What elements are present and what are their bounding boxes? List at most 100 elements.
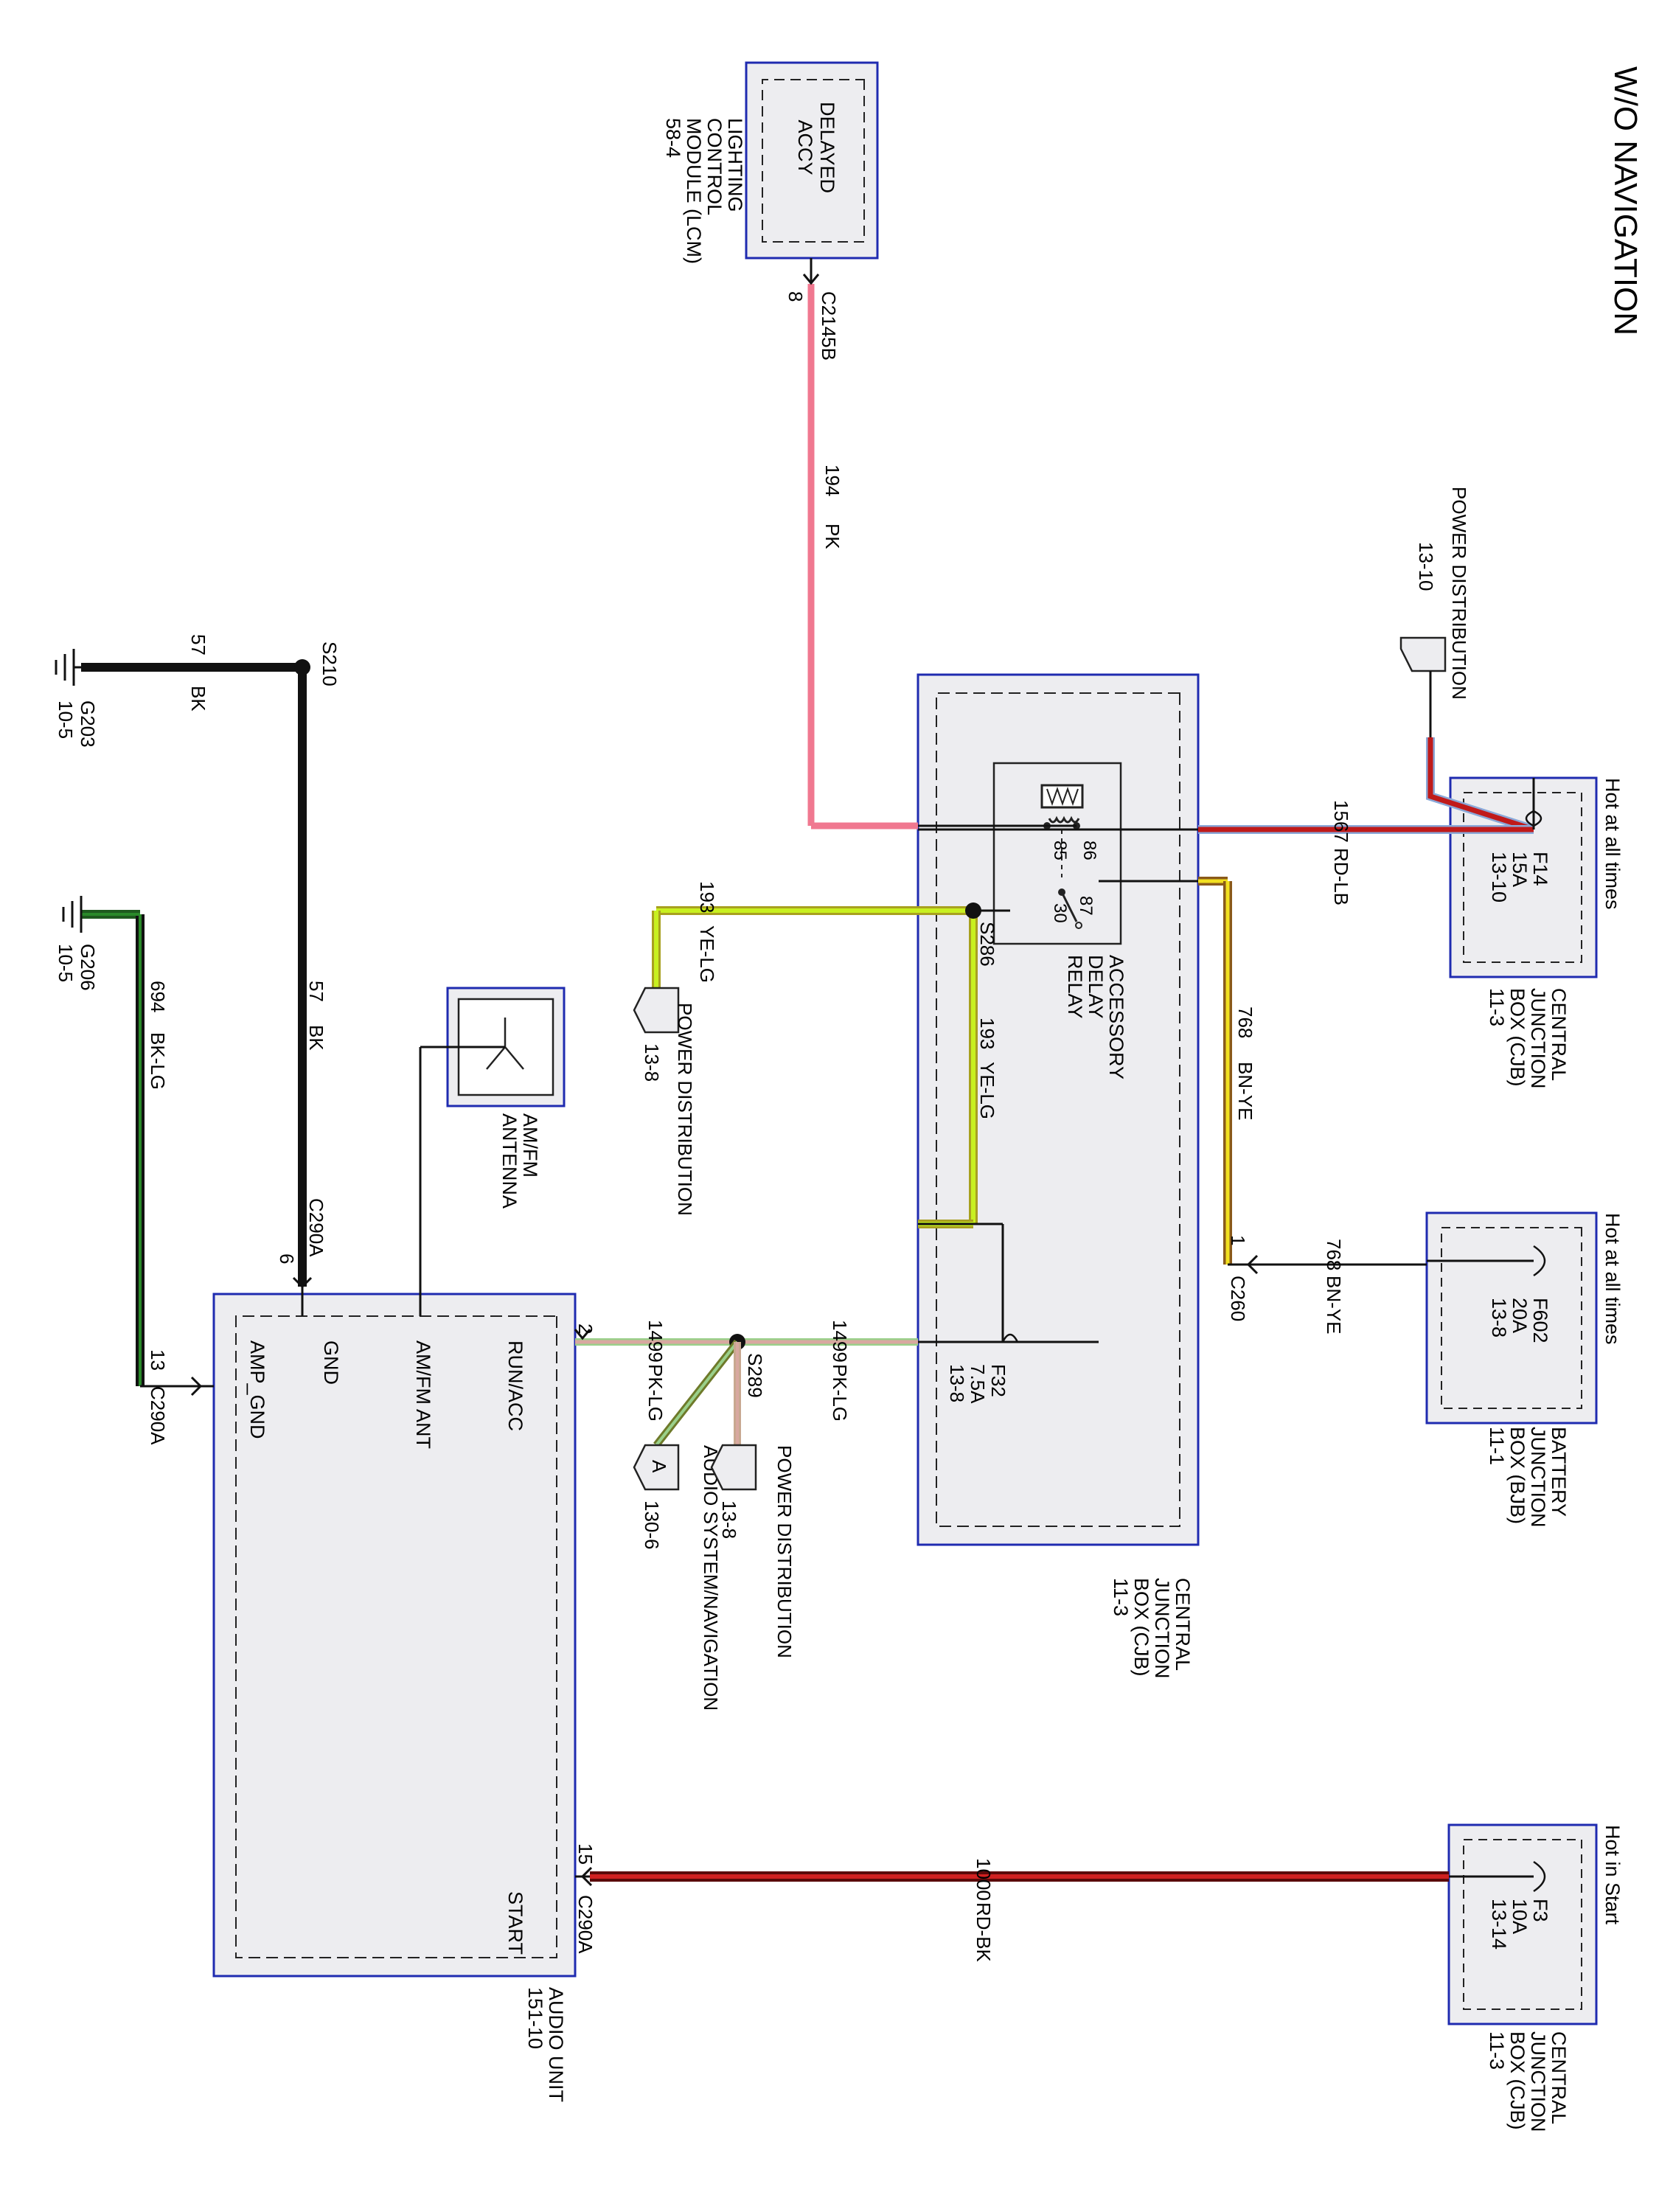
relay-pin-30: 30	[1050, 903, 1070, 923]
lcm-pin-number: 8	[785, 291, 807, 302]
gnd-connector: C290A	[305, 1198, 327, 1257]
cjb-f3-header: Hot in Start	[1601, 1825, 1624, 1925]
wire-1000-rd-bk: 1000 RD-BK 15 C290A	[574, 1843, 1546, 1963]
wire-768a-color: BN-YE	[1234, 1062, 1256, 1120]
g206-name: G206	[77, 944, 99, 991]
power-dist-top-name: POWER DISTRIBUTION	[1448, 487, 1470, 700]
wire-194-circuit: 194	[821, 465, 844, 496]
wire-768b-circuit: 768	[1323, 1239, 1345, 1270]
gnd-pin-number: 6	[276, 1253, 298, 1264]
pin-gnd: GND	[320, 1340, 342, 1385]
cjb-main-name: CENTRALJUNCTIONBOX (CJB)11-3	[1110, 1578, 1194, 1679]
pin-run-acc: RUN/ACC	[504, 1340, 526, 1431]
power-dist-low-name: POWER DISTRIBUTION	[773, 1445, 796, 1658]
power-dist-low-ref: 13-8	[718, 1500, 740, 1539]
wire-768b-color: BN-YE	[1323, 1276, 1345, 1334]
audio-system-navigation-ref: A AUDIO SYSTEM/NAVIGATION 130-6	[633, 1444, 722, 1711]
f32-fuse-label: F327.5A13-8	[946, 1364, 1009, 1404]
wire-694-circuit: 694	[147, 981, 169, 1012]
power-dist-top-ref: 13-10	[1415, 542, 1437, 591]
lcm-connector: C2145B	[818, 291, 840, 361]
relay-pin-86: 86	[1079, 841, 1099, 860]
cjb-f14-name: CENTRALJUNCTIONBOX (CJB)11-3	[1486, 988, 1570, 1089]
lcm-pin-label: DELAYEDACCY	[794, 102, 838, 193]
antenna-lead	[419, 1046, 505, 1316]
wire-194-pk: 8 C2145B 194 PK	[785, 258, 1077, 830]
f14-fuse-label: F1415A13-10	[1488, 852, 1551, 902]
c260-pin: 1	[1227, 1235, 1249, 1245]
wire-57a-circuit: 57	[187, 634, 209, 655]
wire-57a-color: BK	[187, 686, 209, 712]
wire-193-ye-lg: 193 YE-LG S286 193 YE-LG	[652, 881, 1010, 1231]
audio-sys-letter: A	[648, 1460, 670, 1473]
wire-1499a-color: PK-LG	[829, 1364, 851, 1422]
antenna-box: AM/FMANTENNA	[446, 987, 566, 1208]
pin-am-fm-ant: AM/FM ANT	[412, 1340, 434, 1449]
bjb-header: Hot at all times	[1601, 1213, 1624, 1345]
wire-193a-color: YE-LG	[696, 925, 718, 983]
c260-connector: C260	[1227, 1276, 1249, 1321]
audio-unit-name: AUDIO UNIT151-10	[524, 1987, 567, 2102]
f602-fuse-label: F60220A13-8	[1488, 1298, 1551, 1343]
power-distribution-top: POWER DISTRIBUTION 13-10	[1399, 487, 1470, 700]
wire-1000-circuit: 1000	[973, 1858, 995, 1901]
power-distribution-low: POWER DISTRIBUTION 13-8	[710, 1444, 796, 1658]
wire-1499a-circuit: 1499	[829, 1320, 851, 1363]
wire-694-color: BK-LG	[147, 1032, 169, 1090]
start-connector: C290A	[574, 1895, 597, 1954]
wire-194-color: PK	[821, 524, 844, 549]
wire-768a-circuit: 768	[1234, 1006, 1256, 1038]
wire-1499b-circuit: 1499	[644, 1320, 667, 1363]
wire-694-bk-lg: 694 BK-LG 13 C290A	[81, 910, 214, 1445]
run-acc-pin-number: 2	[574, 1324, 597, 1334]
start-pin-number: 15	[574, 1843, 597, 1865]
s289-label: S289	[744, 1353, 766, 1398]
central-junction-box-main: CENTRALJUNCTIONBOX (CJB)11-3	[917, 673, 1200, 1679]
wire-768-bn-ye: 768 BN-YE 768 BN-YE 1 C260	[1099, 877, 1427, 1334]
audio-sys-ref: 130-6	[641, 1500, 663, 1550]
wire-1567-color: RD-LB	[1330, 848, 1352, 905]
power-dist-mid-ref: 13-8	[641, 1043, 663, 1082]
wire-57b-circuit: 57	[305, 981, 327, 1002]
ground-g206: G206 10-5	[55, 896, 99, 991]
relay-pin-87: 87	[1076, 896, 1096, 916]
cjb-f3-name: CENTRALJUNCTIONBOX (CJB)11-3	[1486, 2031, 1570, 2132]
lighting-control-module: DELAYEDACCY LIGHTINGCONTROLMODULE (LCM)5…	[662, 61, 879, 264]
power-dist-mid-name: POWER DISTRIBUTION	[674, 1003, 696, 1216]
pin-amp-gnd: AMP_GND	[246, 1340, 268, 1439]
relay-box: 85 86 87 30 ACCESSORYDELAYRELAY	[992, 762, 1127, 1079]
wire-1499b-color: PK-LG	[644, 1364, 667, 1422]
power-distribution-mid: POWER DISTRIBUTION 13-8	[633, 987, 696, 1216]
wire-193a-circuit: 193	[696, 881, 718, 913]
g203-ref: 10-5	[55, 700, 77, 739]
g203-name: G203	[77, 700, 99, 748]
cjb-f14-header: Hot at all times	[1601, 778, 1624, 910]
pin-start: START	[504, 1891, 526, 1955]
wire-1567-circuit: 1567	[1330, 800, 1352, 843]
s210-label: S210	[319, 641, 341, 686]
bjb-name: BATTERYJUNCTIONBOX (BJB)11-1	[1486, 1427, 1570, 1528]
bjb-fuse-wire	[1427, 1245, 1546, 1277]
amp-connector: C290A	[147, 1386, 169, 1445]
s286-label: S286	[976, 922, 998, 967]
wire-1000-color: RD-BK	[973, 1902, 995, 1963]
relay-name: ACCESSORYDELAYRELAY	[1064, 955, 1127, 1079]
wire-193b-circuit: 193	[976, 1018, 998, 1049]
f3-fuse-label: F310A13-14	[1488, 1899, 1551, 1950]
audio-sys-name: AUDIO SYSTEM/NAVIGATION	[700, 1445, 722, 1711]
g206-ref: 10-5	[55, 944, 77, 982]
wire-57b-color: BK	[305, 1025, 327, 1051]
wire-193b-color: YE-LG	[976, 1062, 998, 1119]
diagram-title: W/O NAVIGATION	[1607, 66, 1644, 335]
cjb-internal-lines	[1001, 880, 1198, 1342]
wire-57-bk: S210 57 BK 57 BK C290A 6	[74, 634, 341, 1316]
battery-junction-box: Hot at all times F60220A13-8 BATTERYJUNC…	[1425, 1211, 1624, 1528]
wire-1499-pk-lg: 2 1499 PK-LG 1499 PK-LG S289 F327.5A13-8	[574, 1320, 1099, 1448]
lcm-name: LIGHTINGCONTROLMODULE (LCM)58-4	[662, 118, 746, 264]
relay-pin-85: 85	[1050, 841, 1070, 860]
amp-pin-number: 13	[147, 1349, 169, 1371]
ground-g203: G203 10-5	[55, 649, 99, 748]
cjb-f3-box: Hot in Start F310A13-14 CENTRALJUNCTIONB…	[1447, 1823, 1624, 2132]
